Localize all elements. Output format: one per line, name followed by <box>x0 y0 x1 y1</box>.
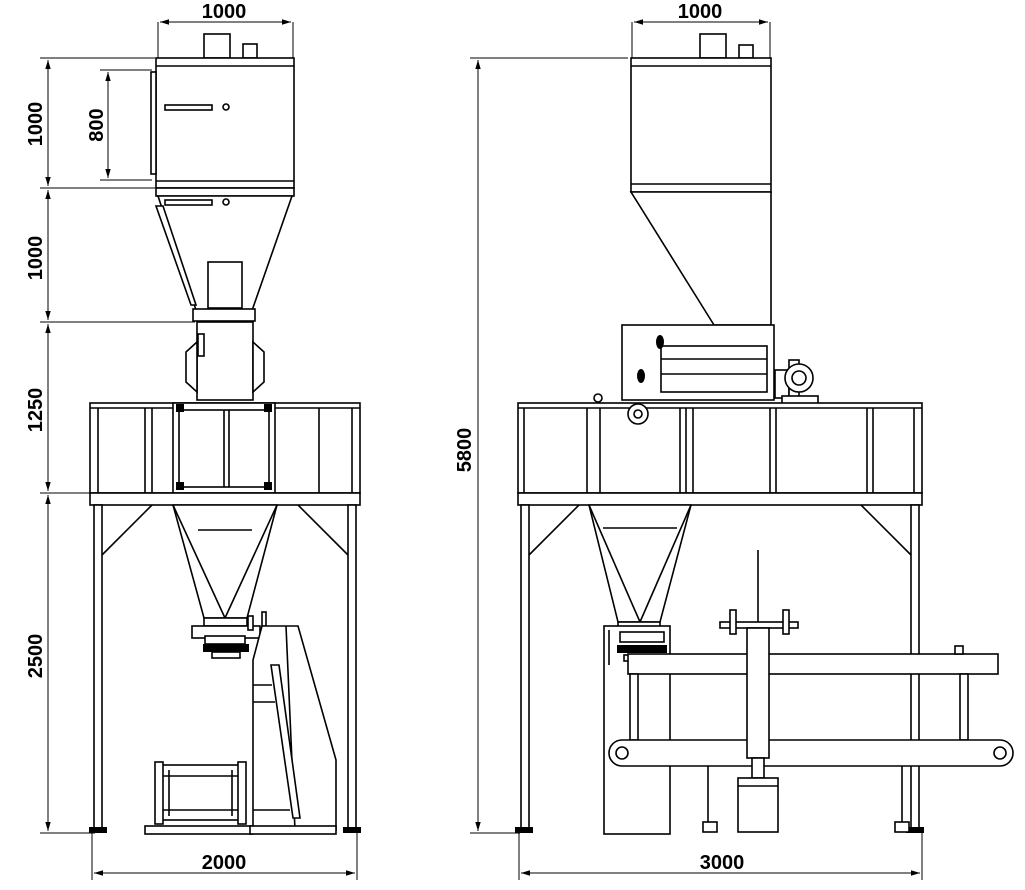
side-upper-bin <box>629 33 772 326</box>
side-feeder <box>593 324 819 405</box>
side-sewing-stand <box>719 550 799 833</box>
side-overall-height-dimension: 5800 <box>454 57 628 834</box>
side-overall-height-label: 5800 <box>454 428 476 473</box>
front-overall-width-dimension: 2000 <box>91 833 358 880</box>
side-top-width-label: 1000 <box>678 1 723 23</box>
side-overall-width-label: 3000 <box>700 852 745 874</box>
front-height-dimensions: 1000 1000 1250 2500 <box>25 57 195 834</box>
front-bagging-unit <box>144 611 337 835</box>
side-conveyor <box>608 645 1014 833</box>
front-frame-legs <box>89 504 361 833</box>
side-weigh-hopper <box>587 504 693 631</box>
front-cone <box>154 187 295 323</box>
side-frame <box>515 402 924 833</box>
side-overall-width-dimension: 3000 <box>518 833 923 880</box>
side-view: 1000 5800 <box>454 1 1014 880</box>
feeder-height-label: 1250 <box>25 388 47 433</box>
front-view: 1000 1000 1000 1250 2500 800 <box>25 1 361 880</box>
front-top-width-dimension: 1000 <box>157 1 294 58</box>
front-weigh-hopper <box>171 504 279 627</box>
front-feeder <box>185 321 265 401</box>
cone-height-label: 1000 <box>25 236 47 281</box>
front-upper-bin <box>150 33 295 189</box>
door-height-dimension: 800 <box>86 69 152 181</box>
door-height-label: 800 <box>86 108 108 141</box>
front-frame-upper <box>89 402 361 506</box>
upper-bin-height-label: 1000 <box>25 102 47 147</box>
frame-height-label: 2500 <box>25 634 47 679</box>
front-top-width-label: 1000 <box>202 1 247 23</box>
front-overall-width-label: 2000 <box>202 852 247 874</box>
side-top-width-dimension: 1000 <box>631 1 771 58</box>
